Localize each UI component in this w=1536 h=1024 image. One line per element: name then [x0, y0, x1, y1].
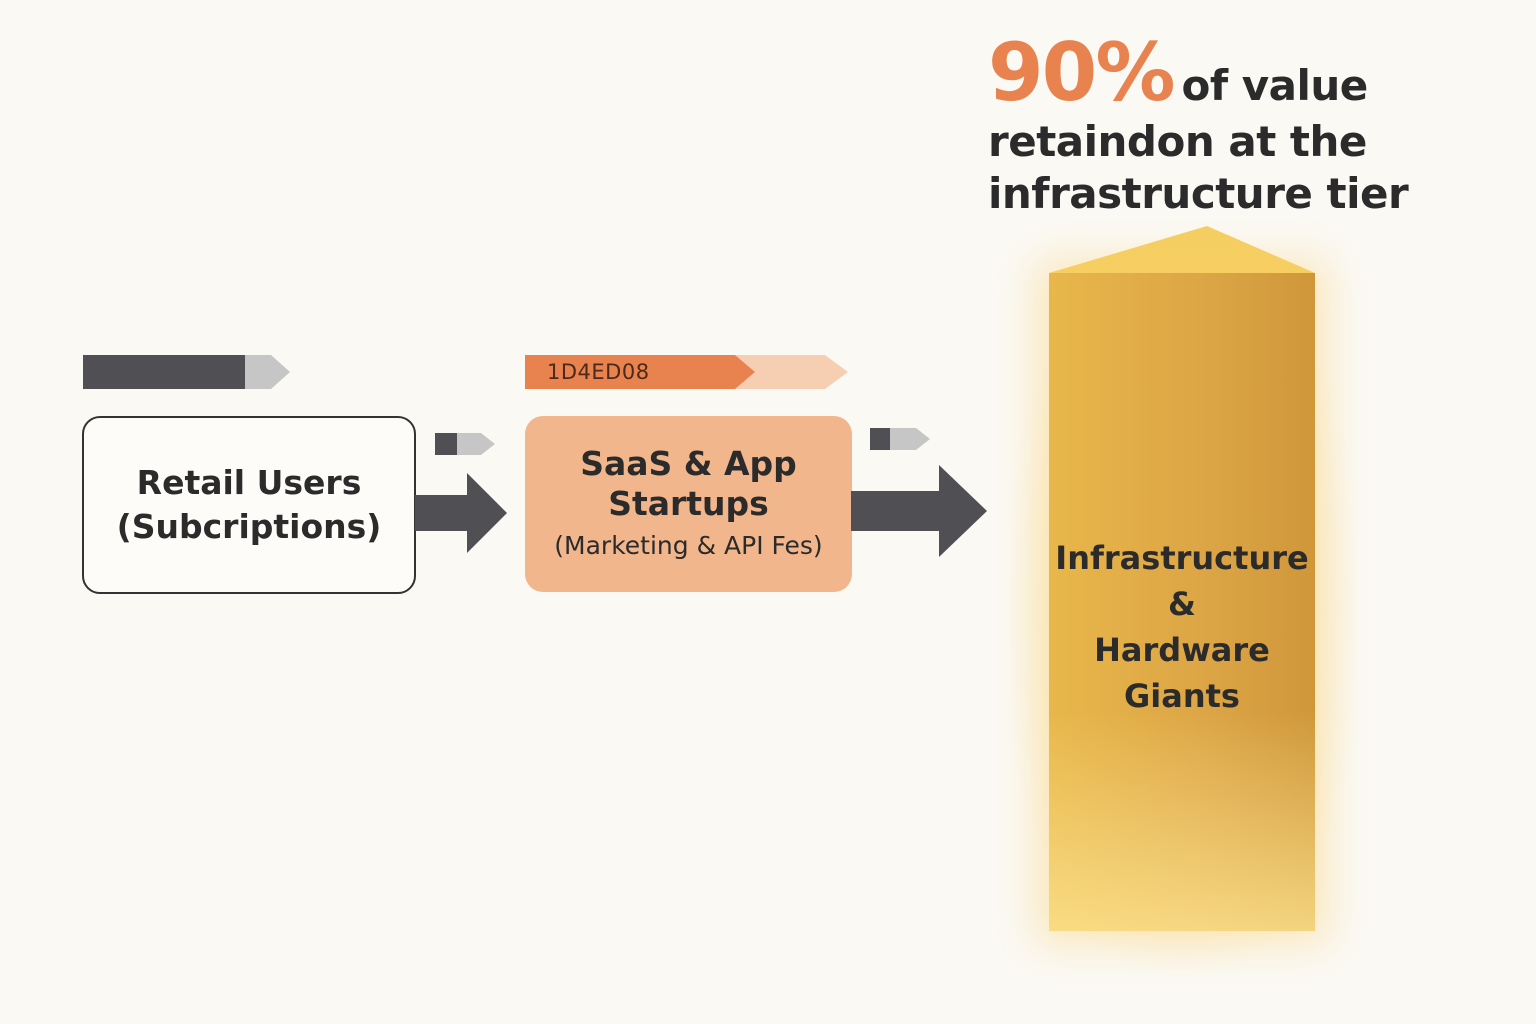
small-tag-2: [870, 428, 932, 454]
small-tag-2-dark: [870, 428, 890, 450]
arrow-1-shape: [415, 473, 507, 553]
headline-line-1-text: of value: [1181, 61, 1368, 110]
right-arrow-icon: [415, 473, 509, 557]
retail-tag-dark-segment: [83, 355, 245, 389]
headline-line-2: retaindon at the: [988, 117, 1367, 166]
saas-title-line-1: SaaS & App: [580, 444, 797, 483]
pillar-cap: [1049, 226, 1315, 278]
saas-title-line-2: Startups: [608, 484, 769, 523]
retail-tag-shape: [83, 355, 290, 389]
saas-tag-label: 1D4ED08: [547, 360, 650, 384]
retail-users-title: Retail Users: [136, 463, 362, 502]
retail-users-node: Retail Users (Subcriptions): [82, 416, 416, 594]
infrastructure-label-line-4: Giants: [1124, 677, 1240, 715]
pillar-cap-polygon: [1049, 226, 1315, 273]
pillar-cap-shape: [1049, 226, 1315, 273]
retail-tag: [83, 355, 293, 389]
infrastructure-pillar: Infrastructure & Hardware Giants: [1049, 273, 1315, 931]
saas-tag-shape: [525, 355, 848, 389]
headline: 90% of value retaindon at the infrastruc…: [988, 30, 1528, 220]
arrow-2-shape: [851, 465, 987, 557]
right-arrow-icon: [851, 465, 989, 561]
retail-users-subtitle: (Subcriptions): [116, 507, 382, 546]
small-tag-1-dark: [435, 433, 457, 455]
saas-startups-node: SaaS & App Startups (Marketing & API Fes…: [525, 416, 852, 592]
retail-tag-tip: [245, 355, 290, 389]
arrow-1-polygon: [415, 473, 507, 553]
small-tag-1-tip: [457, 433, 495, 455]
small-tag-2-shape: [870, 428, 930, 450]
headline-line-3: infrastructure tier: [988, 169, 1409, 218]
infrastructure-label-line-2: &: [1168, 585, 1196, 623]
infrastructure-label-line-3: Hardware: [1094, 631, 1270, 669]
infrastructure-label-line-1: Infrastructure: [1055, 539, 1309, 577]
small-tag-1-shape: [435, 433, 495, 455]
infrastructure-label: Infrastructure & Hardware Giants: [1049, 535, 1315, 719]
headline-percent: 90%: [988, 26, 1175, 119]
saas-tag-dark-segment: [525, 355, 755, 389]
small-tag-1: [435, 433, 497, 459]
arrow-2-polygon: [851, 465, 987, 557]
small-tag-2-tip: [890, 428, 930, 450]
saas-subtitle: (Marketing & API Fes): [554, 531, 823, 560]
saas-tag: 1D4ED08: [525, 355, 851, 389]
headline-line-1: 90% of value: [988, 30, 1528, 116]
